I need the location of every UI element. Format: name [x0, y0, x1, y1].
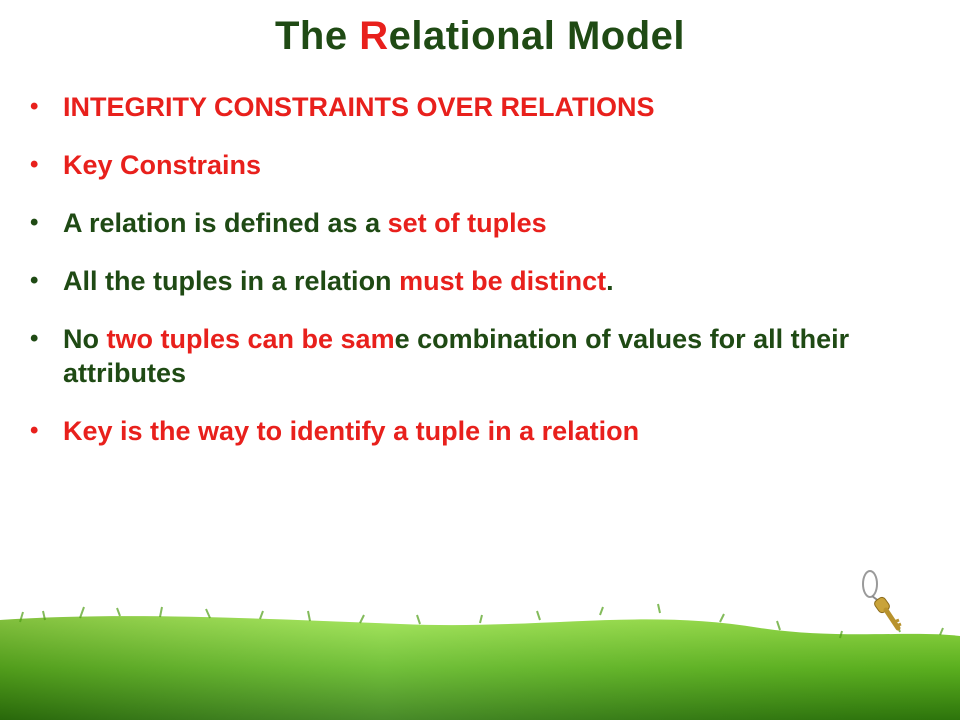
- bullet-text: e combination of values for all their at…: [63, 324, 857, 388]
- bullet-item: • No two tuples can be same combination o…: [30, 322, 930, 390]
- bullet-text: No: [63, 324, 107, 354]
- bullet-text: set of tuples: [387, 208, 547, 238]
- bullet-text: INTEGRITY CONSTRAINTS OVER RELATIONS: [63, 92, 655, 122]
- slide-title: The Relational Model: [0, 14, 960, 59]
- bullet-item: • Key is the way to identify a tuple in a…: [30, 414, 930, 448]
- bullet-text: Key Constrains: [63, 150, 262, 180]
- bullet-text: All the tuples in a relation: [63, 266, 400, 296]
- bullet-text: A relation is defined as a: [63, 208, 388, 238]
- bullet-item: • INTEGRITY CONSTRAINTS OVER RELATIONS: [30, 90, 930, 124]
- title-segment: R: [359, 14, 389, 58]
- title-segment: The: [274, 14, 360, 58]
- title-segment: elational Model: [388, 14, 686, 58]
- bullet-list: • INTEGRITY CONSTRAINTS OVER RELATIONS • Ke…: [30, 90, 930, 472]
- bullet-text: .: [606, 266, 614, 296]
- bullet-item: • A relation is defined as a set of tuple…: [30, 206, 930, 240]
- bullet-item: • Key Constrains: [30, 148, 930, 182]
- grass-hill-icon: [0, 603, 960, 720]
- bullet-text: two tuples can be sam: [106, 324, 395, 354]
- bullet-item: • All the tuples in a relation must be di…: [30, 264, 930, 298]
- bullet-text: Key is the way to identify a tuple in a …: [63, 416, 640, 446]
- bullet-text: must be distinct: [399, 266, 607, 296]
- bullet-dot-icon: •: [30, 151, 39, 178]
- bullet-dot-icon: •: [30, 209, 39, 236]
- bullet-dot-icon: •: [30, 325, 39, 352]
- bullet-dot-icon: •: [30, 417, 39, 444]
- bullet-dot-icon: •: [30, 93, 39, 120]
- key-icon: [862, 570, 902, 631]
- bullet-dot-icon: •: [30, 267, 39, 294]
